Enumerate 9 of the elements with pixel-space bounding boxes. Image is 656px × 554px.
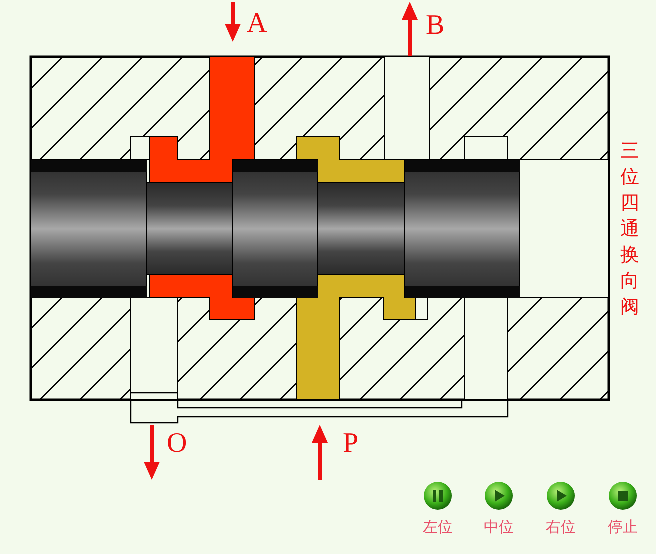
port-label: B <box>426 12 445 40</box>
port-label: O <box>167 430 188 458</box>
play-button: 右位 <box>537 481 585 535</box>
title: 三位四通换向阀 <box>620 139 640 320</box>
port-label: A <box>247 10 268 38</box>
pause-button: 左位 <box>414 481 462 535</box>
play-button: 中位 <box>475 481 523 535</box>
stop-button: 停止 <box>599 481 647 535</box>
port-label: P <box>343 430 359 458</box>
